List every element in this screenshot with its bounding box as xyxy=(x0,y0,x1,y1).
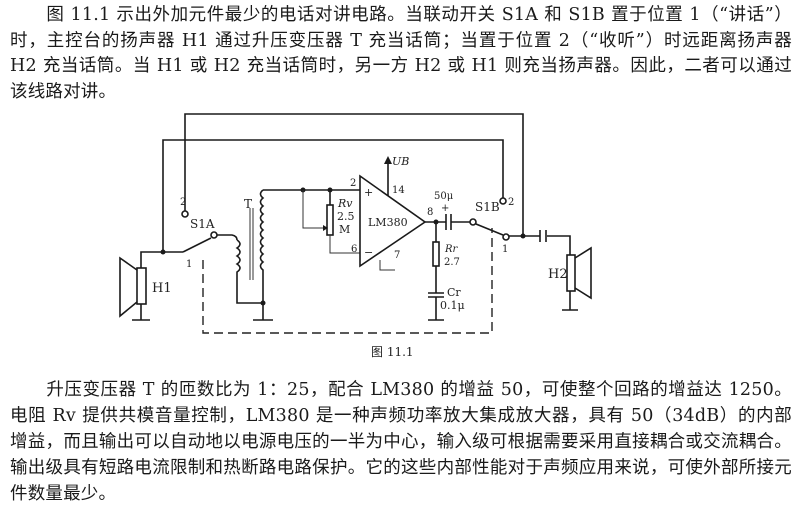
output-capacitor xyxy=(445,214,452,230)
cr-label: Cr xyxy=(447,286,461,299)
zobel-network xyxy=(428,222,444,321)
speaker-h2 xyxy=(562,246,592,311)
s1b-label: S1B xyxy=(475,200,500,214)
ub-label: UB xyxy=(392,155,409,168)
figure-caption: 图 11.1 xyxy=(371,345,414,359)
s1a-label: S1A xyxy=(190,217,215,231)
s1a-pos1-label: 1 xyxy=(186,259,192,270)
explanation-text: 升压变压器 T 的匝数比为 1：25，配合 LM380 的增益 50，可使整个回… xyxy=(10,380,792,504)
rr-value: 2.7 xyxy=(444,257,460,268)
speaker-h1 xyxy=(119,249,183,321)
ic-label: LM380 xyxy=(368,216,408,229)
plus-input-label: + xyxy=(364,186,373,199)
rv-value: 2.5 xyxy=(337,210,355,223)
potentiometer-rv xyxy=(302,190,360,254)
output-cap-plus: + xyxy=(441,203,449,214)
h1-label: H1 xyxy=(152,281,172,296)
s1b-pos2-label: 2 xyxy=(508,197,514,208)
pin7-label: 7 xyxy=(394,250,400,261)
s1b-pos1-label: 1 xyxy=(502,244,508,255)
t-label: T xyxy=(244,197,252,211)
switch-s1a xyxy=(181,210,238,253)
minus-input-label: − xyxy=(364,246,373,259)
cr-value: 0.1μ xyxy=(440,299,465,312)
rv-label: Rv xyxy=(337,197,353,210)
wire-h1-to-s1b2 xyxy=(162,139,504,252)
transformer-t xyxy=(235,189,273,321)
pin8-label: 8 xyxy=(427,207,433,218)
wire-s1a2-to-h2 xyxy=(184,113,524,236)
s1a-pos2-label: 2 xyxy=(180,197,186,208)
switch-ganging-link xyxy=(202,228,493,334)
pin14-label: 14 xyxy=(392,185,405,196)
explanation-paragraph: 升压变压器 T 的匝数比为 1：25，配合 LM380 的增益 50，可使整个回… xyxy=(10,377,792,507)
intro-text: 图 11.1 示出外加元件最少的电话对讲电路。当联动开关 S1A 和 S1B 置… xyxy=(10,5,792,102)
rr-label: Rr xyxy=(444,244,459,255)
switch-s1b xyxy=(469,197,571,255)
pin2-label: 2 xyxy=(350,178,356,189)
rv-unit: M xyxy=(339,223,350,236)
pin6-label: 6 xyxy=(351,244,357,255)
output-cap-value: 50μ xyxy=(434,191,454,202)
h2-label: H2 xyxy=(548,267,568,282)
amplifier-lm380 xyxy=(359,156,427,271)
intro-paragraph: 图 11.1 示出外加元件最少的电话对讲电路。当联动开关 S1A 和 S1B 置… xyxy=(10,3,792,105)
